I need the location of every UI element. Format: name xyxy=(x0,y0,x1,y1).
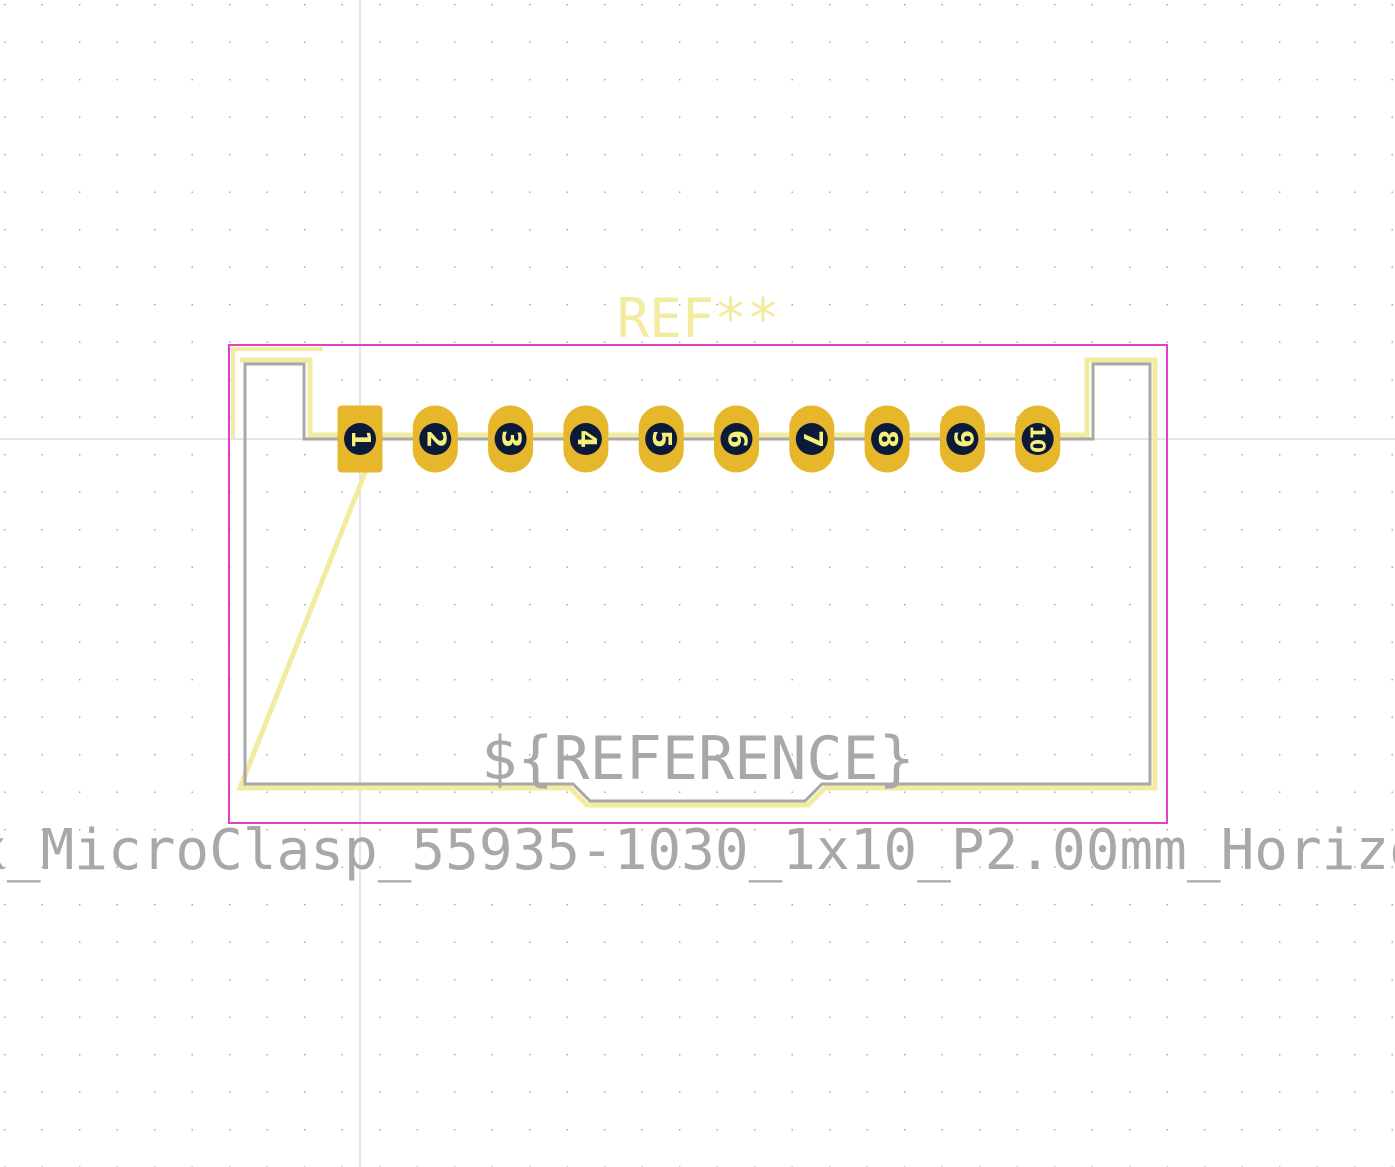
pad-drill-hole xyxy=(645,423,678,455)
pad-3[interactable]: 3 xyxy=(488,405,534,473)
pad-drill-hole xyxy=(946,423,979,455)
pad-number-label: 6 xyxy=(722,430,752,448)
pad-number-label: 3 xyxy=(496,430,526,448)
pad-number-label: 9 xyxy=(947,430,977,448)
courtyard-outline[interactable] xyxy=(228,344,1168,824)
pad-7[interactable]: 7 xyxy=(789,405,835,473)
pad-1[interactable]: 1 xyxy=(337,405,383,473)
pad-2[interactable]: 2 xyxy=(412,405,458,473)
pad-number-label: 8 xyxy=(872,430,902,448)
reference-designator[interactable]: REF** xyxy=(617,287,780,350)
fab-outline[interactable] xyxy=(243,362,1152,803)
pad-10[interactable]: 10 xyxy=(1015,405,1061,473)
pad-drill-hole xyxy=(795,423,828,455)
pad-9[interactable]: 9 xyxy=(939,405,985,473)
pad-number-label: 1 xyxy=(345,430,375,448)
pad-drill-hole xyxy=(419,423,452,455)
pad-4[interactable]: 4 xyxy=(563,405,609,473)
pad-number-label: 10 xyxy=(1026,425,1050,453)
pad-drill-hole xyxy=(871,423,904,455)
pad-5[interactable]: 5 xyxy=(638,405,684,473)
pad-number-label: 2 xyxy=(420,430,450,448)
silkscreen-outline[interactable] xyxy=(236,357,1158,808)
silkscreen-pin1-marker xyxy=(231,347,323,438)
pad-drill-hole xyxy=(494,423,527,455)
footprint-name-label[interactable]: Molex_MicroClasp_55935-1030_1x10_P2.00mm… xyxy=(0,818,1395,883)
reference-field-fab[interactable]: ${REFERENCE} xyxy=(481,724,914,794)
pads-layer: 1 2 3 4 5 6 7 8 9 10 xyxy=(337,405,1061,473)
pad-drill-hole xyxy=(344,423,376,455)
pad-6[interactable]: 6 xyxy=(714,405,759,473)
pad-drill-hole xyxy=(720,423,753,455)
pad-8[interactable]: 8 xyxy=(864,405,910,473)
pad-number-label: 5 xyxy=(646,430,676,448)
pad-number-label: 4 xyxy=(571,430,601,448)
pad-drill-hole xyxy=(1021,423,1054,455)
pad-drill-hole xyxy=(569,423,602,455)
pad-number-label: 7 xyxy=(797,430,827,448)
